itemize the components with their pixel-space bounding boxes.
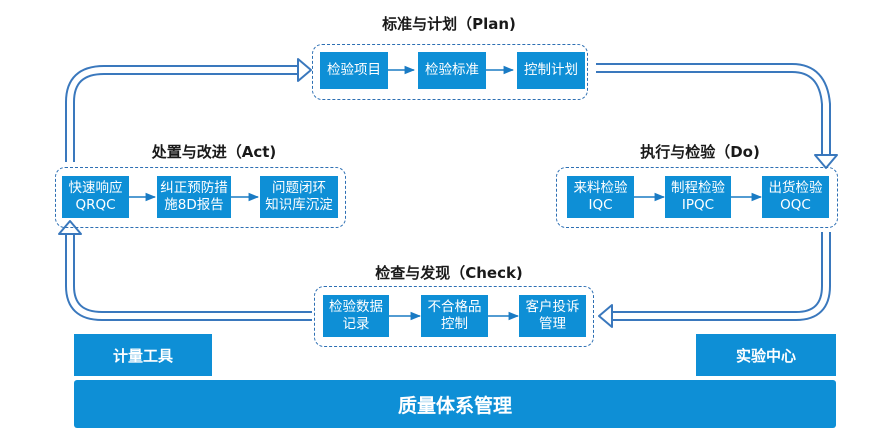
plan-item-3-line-1: 控制计划 bbox=[524, 62, 578, 78]
plan-item-control-plan: 控制计划 bbox=[517, 52, 585, 89]
do-item-1-line-2: IQC bbox=[588, 197, 613, 213]
act-group bbox=[55, 167, 346, 228]
check-item-1-line-1: 检验数据 bbox=[329, 299, 383, 315]
loop-arrow-act-to-plan bbox=[65, 58, 312, 162]
act-item-3-line-2: 知识库沉淀 bbox=[265, 197, 333, 213]
loop-arrow-do-to-check bbox=[598, 232, 831, 328]
act-item-8d-report: 纠正预防措 施8D报告 bbox=[157, 176, 231, 218]
loop-arrow-plan-to-do bbox=[596, 63, 838, 169]
plan-item-2-line-1: 检验标准 bbox=[425, 62, 479, 78]
check-title: 检查与发现（Check) bbox=[375, 264, 523, 282]
act-item-3-line-1: 问题闭环 bbox=[272, 180, 326, 196]
check-item-3-line-1: 客户投诉 bbox=[525, 299, 580, 315]
plan-item-inspection-standard: 检验标准 bbox=[418, 52, 486, 89]
check-item-1-line-2: 记录 bbox=[342, 316, 370, 332]
do-item-1-line-1: 来料检验 bbox=[573, 180, 628, 196]
check-item-2-line-2: 控制 bbox=[441, 316, 468, 332]
metrology-tools-bar: 计量工具 bbox=[74, 334, 212, 376]
check-item-data-record: 检验数据 记录 bbox=[323, 295, 389, 337]
do-item-iqc: 来料检验 IQC bbox=[567, 176, 634, 218]
act-item-1-line-1: 快速响应 bbox=[68, 180, 123, 196]
check-item-complaint: 客户投诉 管理 bbox=[519, 295, 586, 337]
check-item-2-line-1: 不合格品 bbox=[427, 299, 482, 315]
act-item-qrqc: 快速响应 QRQC bbox=[62, 176, 129, 218]
act-item-2-line-1: 纠正预防措 bbox=[160, 180, 228, 196]
do-item-oqc: 出货检验 OQC bbox=[762, 176, 829, 218]
check-item-3-line-2: 管理 bbox=[539, 316, 566, 332]
quality-system-management-bar: 质量体系管理 bbox=[74, 380, 836, 428]
plan-group bbox=[312, 44, 588, 100]
loop-arrow-check-to-act bbox=[58, 220, 312, 321]
laboratory-center-bar: 实验中心 bbox=[696, 334, 836, 376]
plan-title: 标准与计划（Plan) bbox=[382, 15, 516, 33]
plan-item-1-line-1: 检验项目 bbox=[327, 62, 381, 78]
act-item-knowledge-base: 问题闭环 知识库沉淀 bbox=[260, 176, 338, 218]
do-item-ipqc: 制程检验 IPQC bbox=[665, 176, 731, 218]
do-item-3-line-2: OQC bbox=[780, 197, 811, 213]
check-group bbox=[314, 286, 594, 347]
plan-item-inspection-items: 检验项目 bbox=[320, 52, 388, 89]
act-item-2-line-2: 施8D报告 bbox=[164, 197, 224, 213]
do-item-2-line-2: IPQC bbox=[681, 197, 715, 213]
check-item-nonconforming: 不合格品 控制 bbox=[421, 295, 488, 337]
do-title: 执行与检验（Do) bbox=[640, 143, 760, 161]
do-item-3-line-1: 出货检验 bbox=[768, 180, 823, 196]
do-item-2-line-1: 制程检验 bbox=[671, 180, 725, 196]
act-item-1-line-2: QRQC bbox=[75, 197, 116, 213]
act-title: 处置与改进（Act) bbox=[151, 143, 277, 161]
do-group bbox=[556, 167, 838, 228]
